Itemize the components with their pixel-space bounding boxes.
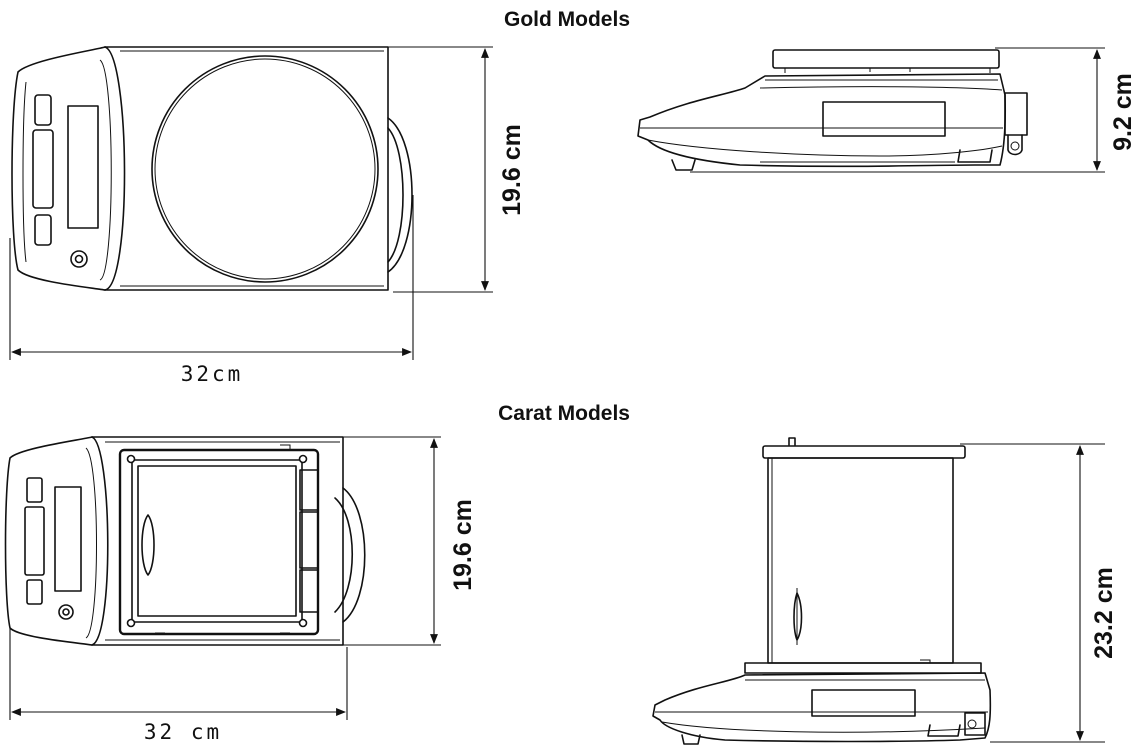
- gold-height-label: 9.2 cm: [1109, 73, 1137, 151]
- carat-side-view: [652, 437, 992, 745]
- carat-side-dimensions: [960, 443, 1105, 743]
- gold-side-dimensions: [690, 47, 1105, 173]
- carat-top-view: [4, 436, 366, 646]
- gold-models-heading: Gold Models: [504, 8, 630, 31]
- carat-height-label: 23.2 cm: [1090, 567, 1118, 659]
- gold-top-dimensions: [9, 46, 493, 360]
- gold-depth-label: 19.6 cm: [498, 124, 526, 216]
- gold-side-view: [637, 49, 1028, 171]
- carat-width-label: 32 cm: [144, 720, 222, 744]
- gold-width-label: 32cm: [181, 362, 244, 386]
- gold-top-view: [11, 46, 413, 291]
- carat-models-heading: Carat Models: [498, 402, 630, 425]
- carat-depth-label: 19.6 cm: [449, 499, 477, 591]
- carat-top-dimensions: [9, 436, 441, 720]
